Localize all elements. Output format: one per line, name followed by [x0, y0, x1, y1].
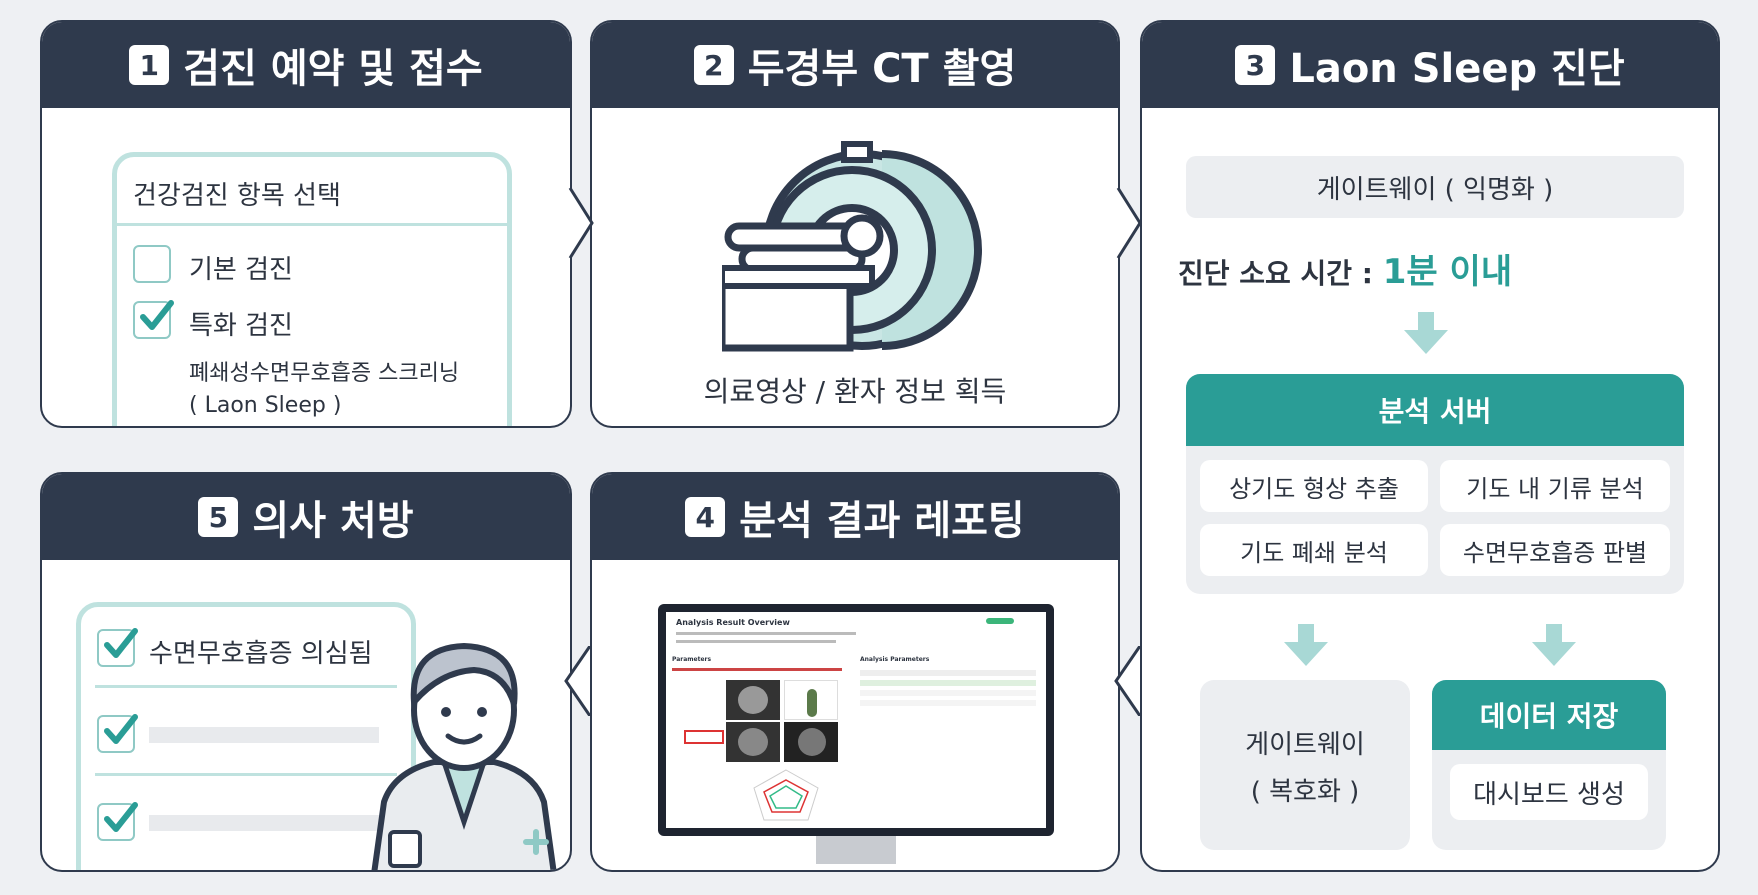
task-obstruction: 기도 폐쇄 분석	[1200, 524, 1428, 576]
placeholder-line	[149, 727, 379, 743]
ct-image	[784, 722, 838, 762]
step4-header: 4 분석 결과 레포팅	[592, 474, 1118, 560]
connector-2-3	[1116, 188, 1142, 258]
step2-number: 2	[693, 45, 734, 85]
step1-panel: 1 검진 예약 및 접수 건강검진 항목 선택 기본 검진 특화 검진 폐쇄성수…	[40, 20, 572, 428]
connector-1-2	[568, 188, 594, 258]
checkup-card-title: 건강검진 항목 선택	[133, 181, 341, 211]
diagnosis-time-label: 진단 소요 시간 :	[1178, 257, 1383, 290]
step5-title: 의사 처방	[252, 498, 414, 544]
connector-3-4	[1114, 646, 1142, 716]
ct-image	[726, 680, 780, 720]
checkup-card-divider	[117, 223, 507, 226]
basic-label: 기본 검진	[189, 255, 293, 285]
monitor: Analysis Result Overview Parameters	[658, 604, 1054, 866]
data-storage-title: 데이터 저장	[1432, 680, 1666, 750]
connector-4-5	[564, 646, 592, 716]
prescription-card: 수면무호흡증 의심됨	[76, 602, 416, 870]
airway-model	[784, 680, 838, 720]
step4-title: 분석 결과 레포팅	[739, 498, 1025, 544]
report-text-line	[676, 632, 856, 635]
task-apnea-diagnosis: 수면무호흡증 판별	[1440, 524, 1670, 576]
step3-number: 3	[1235, 45, 1276, 85]
checkmark-icon	[140, 300, 174, 330]
special-desc-2: ( Laon Sleep )	[189, 393, 342, 418]
special-desc-1: 폐쇄성수면무호흡증 스크리닝	[189, 361, 460, 386]
task-airflow: 기도 내 기류 분석	[1440, 460, 1670, 512]
checkmark-icon	[104, 802, 138, 832]
step1-header: 1 검진 예약 및 접수	[42, 22, 570, 108]
prescription-checkbox-1[interactable]	[97, 628, 138, 667]
ct-image	[726, 722, 780, 762]
doctor-avatar-icon	[371, 642, 557, 870]
diagnosis-time-value: 1분 이내	[1382, 252, 1513, 292]
prescription-item-1: 수면무호흡증 의심됨	[149, 639, 373, 669]
analysis-server: 분석 서버 상기도 형상 추출 기도 내 기류 분석 기도 폐쇄 분석 수면무호…	[1186, 374, 1684, 594]
report-text-line	[672, 668, 842, 671]
gateway-decode-line1: 게이트웨이	[1245, 730, 1365, 760]
step5-panel: 5 의사 처방 수면무호흡증 의심됨	[40, 472, 572, 872]
checkmark-icon	[104, 714, 138, 744]
report-badge	[986, 618, 1014, 624]
diagnosis-time: 진단 소요 시간 : 1분 이내	[1178, 244, 1512, 293]
report-window: Analysis Result Overview Parameters	[666, 612, 1046, 828]
step5-number: 5	[198, 497, 239, 537]
step2-header: 2 두경부 CT 촬영	[592, 22, 1118, 108]
arrow-down-icon	[1532, 624, 1576, 666]
special-checkbox[interactable]	[133, 300, 174, 339]
checkup-card: 건강검진 항목 선택 기본 검진 특화 검진 폐쇄성수면무호흡증 스크리닝 ( …	[112, 152, 512, 426]
prescription-checkbox-3[interactable]	[97, 802, 138, 841]
report-section-right: Analysis Parameters	[860, 656, 930, 663]
step1-number: 1	[129, 45, 170, 85]
monitor-stand	[816, 836, 896, 864]
divider	[95, 685, 397, 688]
special-label: 특화 검진	[189, 311, 293, 341]
radar-chart-icon	[753, 769, 819, 821]
gateway-decode-line2: ( 복호화 )	[1250, 777, 1360, 807]
step4-panel: 4 분석 결과 레포팅 Analysis Result Overview Par…	[590, 472, 1120, 872]
step4-number: 4	[685, 497, 726, 537]
step3-header: 3 Laon Sleep 진단	[1142, 22, 1718, 108]
report-text-line	[676, 640, 836, 643]
arrow-down-icon	[1404, 312, 1448, 354]
report-title: Analysis Result Overview	[676, 618, 790, 627]
arrow-down-icon	[1284, 624, 1328, 666]
divider	[95, 773, 397, 776]
gateway-decode: 게이트웨이 ( 복호화 )	[1200, 680, 1410, 850]
highlight-box	[684, 730, 724, 744]
gateway-anonymize: 게이트웨이 ( 익명화 )	[1186, 156, 1684, 218]
placeholder-line	[149, 815, 379, 831]
step3-title: Laon Sleep 진단	[1289, 46, 1625, 92]
step2-title: 두경부 CT 촬영	[747, 46, 1017, 92]
report-table	[860, 670, 1036, 726]
data-storage: 데이터 저장 대시보드 생성	[1432, 680, 1666, 850]
prescription-checkbox-2[interactable]	[97, 714, 138, 753]
checkmark-icon	[104, 628, 138, 658]
task-upper-airway: 상기도 형상 추출	[1200, 460, 1428, 512]
report-section-left: Parameters	[672, 656, 712, 663]
step5-header: 5 의사 처방	[42, 474, 570, 560]
step1-title: 검진 예약 및 접수	[183, 46, 483, 92]
step3-panel: 3 Laon Sleep 진단 게이트웨이 ( 익명화 ) 진단 소요 시간 :…	[1140, 20, 1720, 872]
dashboard-generation: 대시보드 생성	[1450, 764, 1648, 820]
basic-checkbox[interactable]	[133, 245, 171, 283]
ct-scanner-icon	[722, 141, 982, 352]
step2-panel: 2 두경부 CT 촬영 의료영상 / 환자 정보 획득	[590, 20, 1120, 428]
step2-caption: 의료영상 / 환자 정보 획득	[703, 375, 1007, 408]
analysis-server-title: 분석 서버	[1186, 374, 1684, 446]
monitor-screen: Analysis Result Overview Parameters	[658, 604, 1054, 836]
